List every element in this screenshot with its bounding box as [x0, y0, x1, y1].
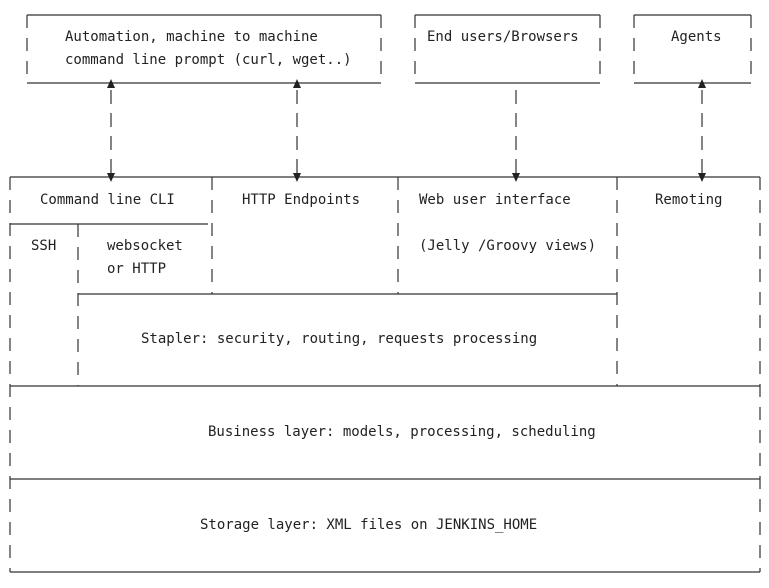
arrow-down-web	[512, 173, 520, 182]
automation-label-line2: command line prompt (curl, wget..)	[65, 52, 352, 68]
storage-layer-label: Storage layer: XML files on JENKINS_HOME	[200, 517, 538, 533]
cli-label: Command line CLI	[40, 192, 175, 208]
automation-box	[26, 14, 382, 84]
automation-label-line1: Automation, machine to machine	[65, 29, 318, 45]
arrow-up-cli	[107, 79, 115, 88]
arrow-up-http	[293, 79, 301, 88]
end-users-label: End users/Browsers	[427, 29, 579, 45]
arrow-down-http	[293, 173, 301, 182]
business-layer-label: Business layer: models, processing, sche…	[208, 424, 596, 440]
websocket-label-line1: websocket	[107, 238, 183, 254]
agents-box	[633, 14, 752, 84]
arrow-up-remoting	[698, 79, 706, 88]
websocket-label-line2: or HTTP	[107, 261, 167, 277]
http-endpoints-label: HTTP Endpoints	[242, 192, 361, 208]
stapler-label: Stapler: security, routing, requests pro…	[141, 331, 538, 347]
web-ui-label: Web user interface	[419, 192, 571, 208]
web-ui-sublabel: (Jelly /Groovy views)	[419, 238, 597, 254]
remoting-label: Remoting	[655, 192, 723, 208]
arrow-down-remoting	[698, 173, 706, 182]
agents-label: Agents	[671, 29, 722, 45]
end-users-box	[414, 14, 601, 84]
ssh-label: SSH	[31, 238, 57, 254]
arrow-down-cli	[107, 173, 115, 182]
